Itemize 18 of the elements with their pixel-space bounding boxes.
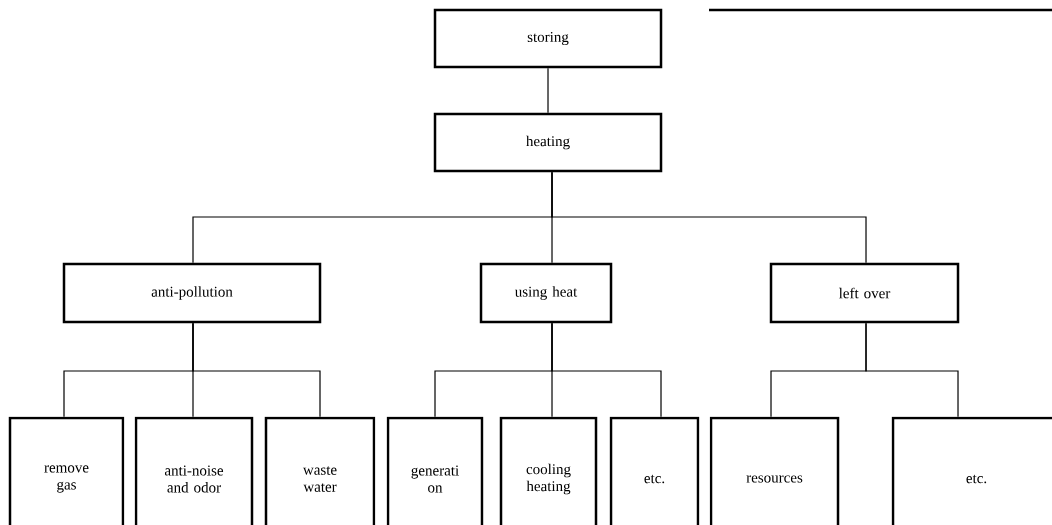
process-box: heating [433,112,663,173]
process-box: resources [709,416,840,525]
process-box: cooling heating [499,416,598,525]
process-box: storing [433,8,663,69]
connector-line [865,322,959,418]
process-box: using heat [479,262,613,324]
process-box: anti-noise and odor [134,416,254,525]
connector-line [551,171,867,264]
process-box: anti-pollution [62,262,322,324]
process-box: etc. [891,416,1052,525]
process-box: left over [769,262,960,324]
process-box: generati on [386,416,484,525]
connector-line [551,322,662,418]
process-box: etc. [609,416,700,525]
connector-line [192,322,321,418]
connector-line [547,67,549,114]
process-box: waste water [264,416,376,525]
process-box: remove gas [8,416,125,525]
